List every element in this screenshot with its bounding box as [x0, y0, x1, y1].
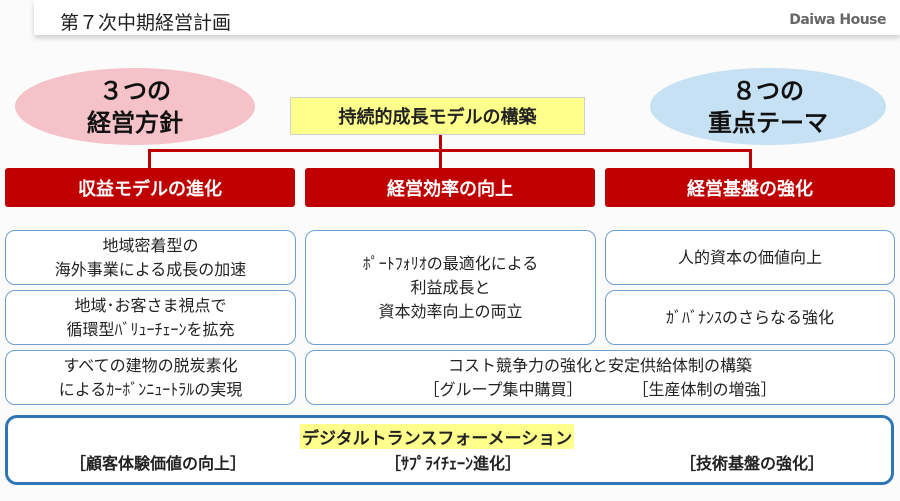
central-goal: 持続的成長モデルの構築	[290, 97, 585, 135]
theme-text: 利益成長と	[410, 277, 491, 297]
policy-efficiency: 経営効率の向上	[305, 168, 595, 207]
theme-box: 人的資本の価値向上	[605, 230, 895, 285]
policy-revenue-model: 収益モデルの進化	[5, 168, 295, 207]
theme-text: すべての建物の脱炭素化	[63, 355, 238, 375]
dx-item: ［技術基盤の強化］	[680, 454, 825, 473]
theme-box: ｶﾞﾊﾞﾅﾝｽのさらなる強化	[605, 290, 895, 345]
connector-line	[749, 149, 752, 168]
theme-text: 資本効率向上の両立	[378, 301, 523, 321]
theme-box: すべての建物の脱炭素化によるｶｰﾎﾞﾝﾆｭｰﾄﾗﾙの実現	[5, 350, 296, 405]
header-bar	[34, 0, 900, 35]
key-themes-ellipse: ８つの 重点テーマ	[650, 68, 886, 145]
dx-item: ［顧客体験価値の向上］	[70, 454, 247, 473]
theme-text: 地域･お客さま視点で	[74, 295, 227, 315]
theme-box: 地域･お客さま視点で循環型ﾊﾞﾘｭｰﾁｪｰﾝを拡充	[5, 290, 296, 345]
connector-line	[148, 149, 151, 168]
theme-box: 地域密着型の海外事業による成長の加速	[5, 230, 296, 285]
dx-item: ［ｻﾌﾟﾗｲﾁｪｰﾝ進化］	[385, 454, 522, 473]
page-title: 第７次中期経営計画	[60, 12, 232, 34]
theme-text: 人的資本の価値向上	[677, 247, 822, 267]
theme-box: ﾎﾟｰﾄﾌｫﾘｵの最適化による 利益成長と 資本効率向上の両立	[305, 230, 596, 345]
daiwa-house-logo: Daiwa House	[789, 12, 886, 28]
ellipse-line: ８つの	[732, 76, 804, 105]
theme-box: コスト競争力の強化と安定供給体制の構築 ［グループ集中購買］［生産体制の増強］	[305, 350, 895, 405]
connector-line	[148, 149, 752, 152]
theme-subitems: ［グループ集中購買］［生産体制の増強］	[423, 379, 777, 399]
ellipse-line: 経営方針	[87, 108, 183, 137]
theme-text: 循環型ﾊﾞﾘｭｰﾁｪｰﾝを拡充	[66, 319, 235, 339]
theme-text: 海外事業による成長の加速	[54, 259, 247, 279]
management-policies-ellipse: ３つの 経営方針	[15, 68, 255, 145]
theme-text: ﾎﾟｰﾄﾌｫﾘｵの最適化による	[362, 253, 539, 273]
theme-text: によるｶｰﾎﾞﾝﾆｭｰﾄﾗﾙの実現	[58, 379, 243, 399]
theme-text: 地域密着型の	[102, 235, 199, 255]
ellipse-line: 重点テーマ	[708, 108, 828, 137]
policy-foundation: 経営基盤の強化	[605, 168, 895, 207]
theme-text: コスト競争力の強化と安定供給体制の構築	[447, 355, 752, 375]
theme-text: ｶﾞﾊﾞﾅﾝｽのさらなる強化	[665, 307, 834, 327]
dx-title: デジタルトランスフォーメーション	[300, 424, 575, 449]
ellipse-line: ３つの	[99, 76, 171, 105]
